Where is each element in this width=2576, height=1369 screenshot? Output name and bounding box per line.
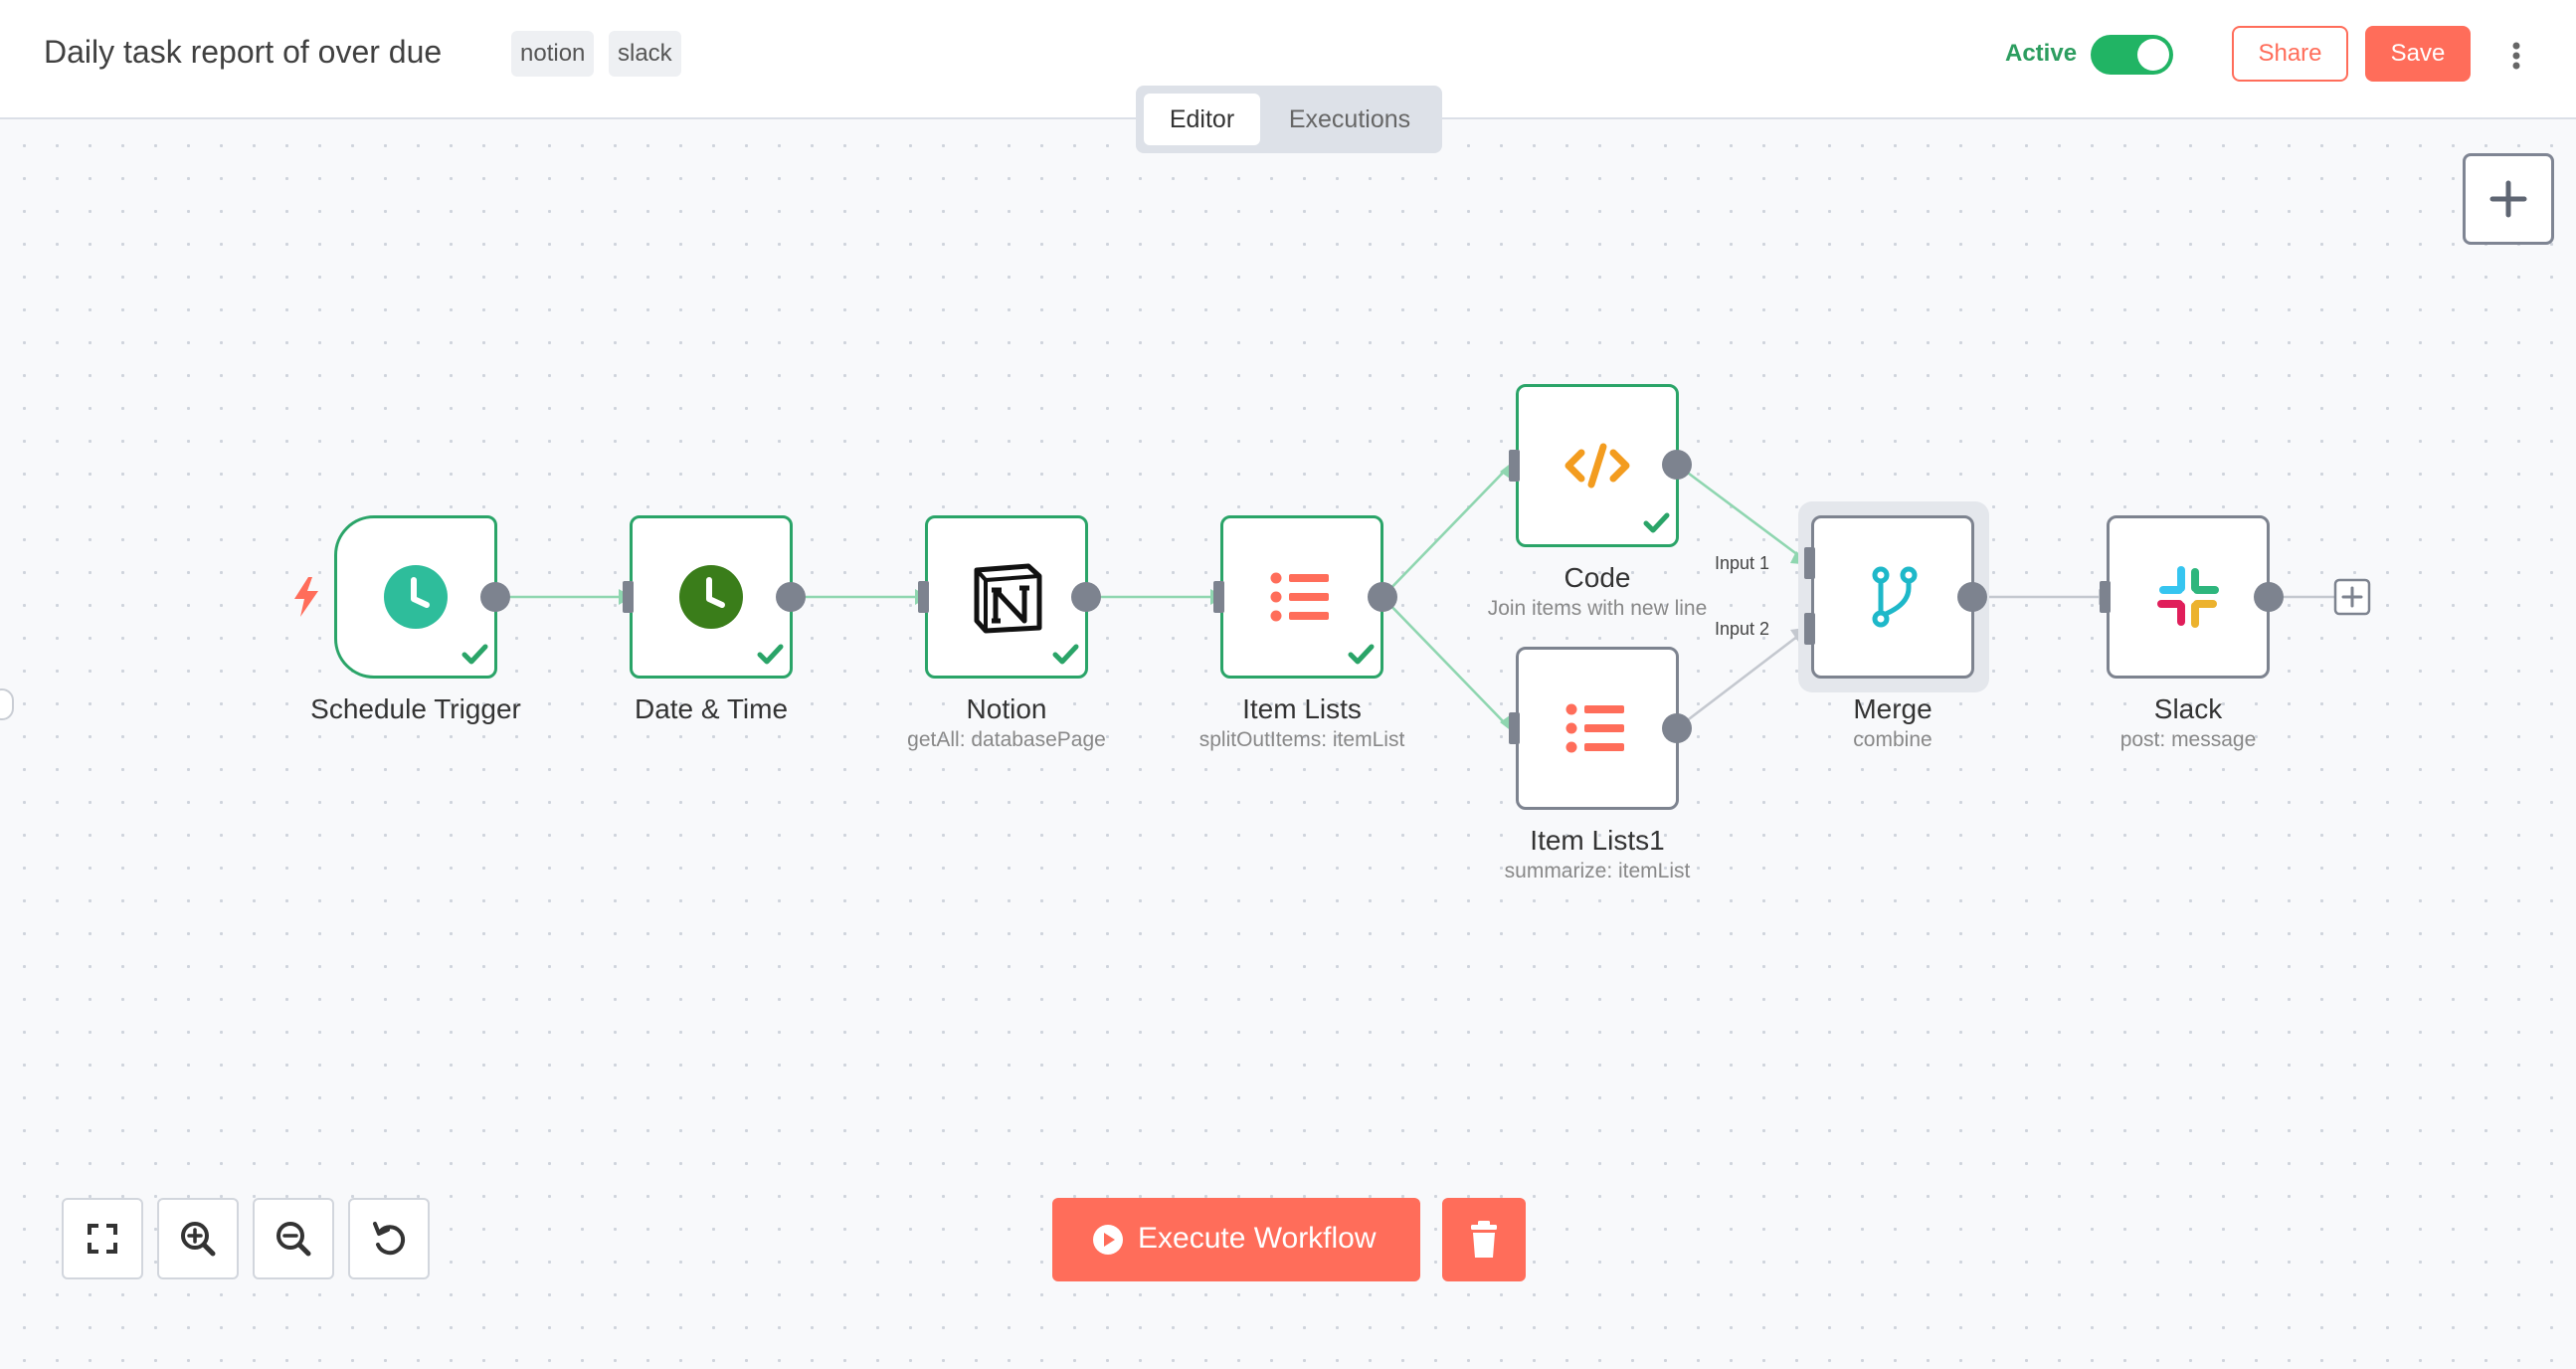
node-subtitle: post: message bbox=[2119, 728, 2257, 751]
zoom-in-icon bbox=[181, 1222, 216, 1257]
connection-line[interactable] bbox=[1381, 596, 1508, 726]
workflow-title[interactable]: Daily task report of over due bbox=[44, 34, 443, 70]
trash-icon bbox=[1471, 1221, 1497, 1258]
input-handle[interactable] bbox=[1509, 450, 1520, 482]
add-connected-node-button[interactable] bbox=[2333, 578, 2371, 616]
tab-editor[interactable]: Editor bbox=[1144, 94, 1260, 145]
node-schedule-trigger[interactable] bbox=[334, 515, 497, 679]
node-label: Code bbox=[1564, 562, 1631, 593]
execute-workflow-button[interactable]: Execute Workflow bbox=[1052, 1198, 1420, 1281]
node-notion[interactable] bbox=[925, 515, 1088, 679]
node-label: Schedule Trigger bbox=[310, 693, 521, 724]
execute-workflow-label: Execute Workflow bbox=[1138, 1222, 1377, 1255]
output-handle[interactable] bbox=[1662, 450, 1692, 480]
node-label: Merge bbox=[1853, 693, 1932, 724]
input-handle[interactable] bbox=[623, 581, 634, 613]
node-label: Notion bbox=[966, 693, 1047, 724]
node-slack[interactable] bbox=[2107, 515, 2270, 679]
output-handle[interactable] bbox=[2254, 582, 2284, 612]
plus-icon bbox=[2489, 180, 2527, 218]
node-subtitle: combine bbox=[1853, 728, 1932, 751]
input-handle[interactable] bbox=[1804, 613, 1815, 645]
zoom-in-button[interactable] bbox=[157, 1198, 239, 1279]
share-button[interactable]: Share bbox=[2232, 26, 2348, 82]
input-handle[interactable] bbox=[1213, 581, 1224, 613]
node-subtitle: summarize: itemList bbox=[1504, 860, 1691, 882]
connection-line[interactable] bbox=[1676, 631, 1803, 730]
node-subtitle: splitOutItems: itemList bbox=[1198, 728, 1405, 751]
merge-icon bbox=[1872, 566, 1918, 628]
zoom-out-icon bbox=[276, 1222, 311, 1257]
play-icon bbox=[1093, 1225, 1123, 1255]
view-tabs: Editor Executions bbox=[1136, 86, 1442, 153]
node-subtitle: getAll: databasePage bbox=[907, 728, 1106, 751]
list-icon bbox=[1270, 572, 1375, 665]
workflow-canvas[interactable] bbox=[0, 119, 2576, 1369]
node-item-lists[interactable] bbox=[1220, 515, 1383, 679]
trigger-bolt-icon bbox=[294, 577, 318, 617]
output-handle[interactable] bbox=[480, 582, 510, 612]
tab-executions[interactable]: Executions bbox=[1288, 105, 1411, 133]
node-label: Date & Time bbox=[634, 693, 789, 724]
save-button[interactable]: Save bbox=[2365, 26, 2471, 82]
input-1-label: Input 1 bbox=[1715, 553, 1770, 573]
input-handle[interactable] bbox=[2100, 581, 2111, 613]
more-vertical-icon[interactable] bbox=[2501, 38, 2531, 74]
input-handle[interactable] bbox=[918, 581, 929, 613]
tag-notion[interactable]: notion bbox=[511, 31, 595, 77]
output-handle[interactable] bbox=[1957, 582, 1987, 612]
delete-execution-button[interactable] bbox=[1442, 1198, 1526, 1281]
active-label: Active bbox=[2005, 40, 2078, 67]
slack-icon bbox=[2157, 566, 2219, 628]
tag-slack[interactable]: slack bbox=[609, 31, 681, 77]
connection-line[interactable] bbox=[1676, 463, 1803, 560]
reset-zoom-button[interactable] bbox=[348, 1198, 430, 1279]
list-icon bbox=[1565, 703, 1624, 753]
add-node-button[interactable] bbox=[2463, 153, 2554, 245]
output-handle[interactable] bbox=[1368, 582, 1397, 612]
connection-line[interactable] bbox=[1381, 468, 1508, 598]
input-2-label: Input 2 bbox=[1715, 619, 1770, 639]
fullscreen-icon bbox=[88, 1224, 117, 1254]
active-toggle[interactable] bbox=[2091, 35, 2173, 75]
code-icon bbox=[1564, 443, 1670, 533]
undo-icon bbox=[373, 1222, 406, 1256]
output-handle[interactable] bbox=[1662, 713, 1692, 743]
zoom-out-button[interactable] bbox=[253, 1198, 334, 1279]
clock-icon bbox=[679, 565, 784, 665]
clock-icon bbox=[384, 565, 488, 665]
zoom-to-fit-button[interactable] bbox=[62, 1198, 143, 1279]
toggle-knob bbox=[2137, 39, 2169, 71]
success-check-icon bbox=[461, 644, 488, 665]
output-handle[interactable] bbox=[1071, 582, 1101, 612]
input-handle[interactable] bbox=[1509, 712, 1520, 744]
output-handle[interactable] bbox=[776, 582, 806, 612]
node-label: Item Lists bbox=[1242, 693, 1362, 724]
node-subtitle: Join items with new line bbox=[1487, 597, 1708, 620]
node-label: Slack bbox=[2153, 693, 2223, 724]
node-label: Item Lists1 bbox=[1530, 825, 1665, 856]
input-handle[interactable] bbox=[1804, 547, 1815, 579]
notion-icon bbox=[974, 563, 1079, 665]
